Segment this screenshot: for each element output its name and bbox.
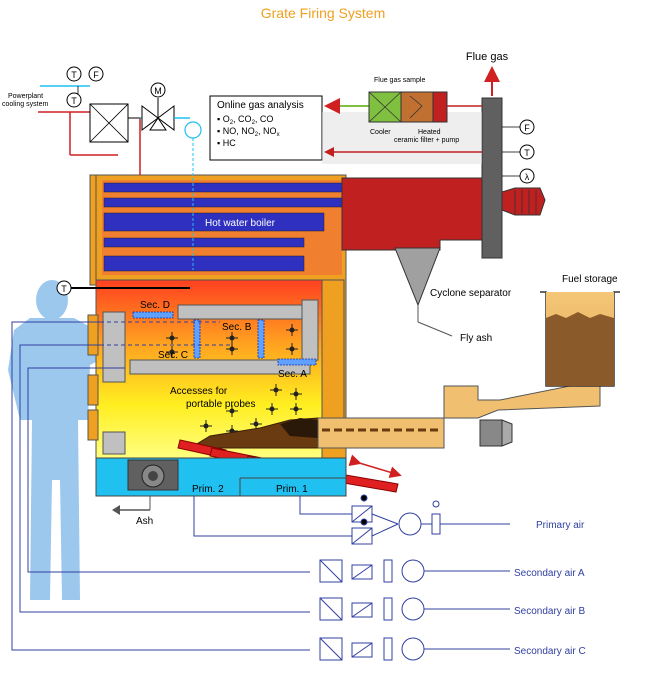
- svg-text:λ: λ: [525, 172, 530, 182]
- primary-air-train: [351, 494, 441, 545]
- diagram-title: Grate Firing System: [261, 5, 385, 21]
- fuel-storage: [540, 291, 620, 387]
- cooler-label: Cooler: [370, 129, 391, 136]
- svg-text:F: F: [524, 123, 530, 133]
- sec-a-label: Sec. A: [278, 369, 307, 380]
- secondary-air-a-train: [319, 559, 510, 583]
- temperature-sensor-chamber: T: [56, 280, 72, 296]
- flue-gas-sample-label: Flue gas sample: [374, 77, 425, 84]
- secondary-air-a-label: Secondary air A: [514, 568, 585, 579]
- primary-air-plenum: [95, 457, 347, 497]
- gas-analysis-title: Online gas analysis: [217, 100, 304, 111]
- cyclone-separator-label: Cyclone separator: [430, 288, 512, 299]
- cooling-loop: M T F T: [38, 66, 202, 270]
- svg-text:F: F: [93, 70, 99, 80]
- svg-text:T: T: [524, 148, 530, 158]
- gas-analysis-item-2: ▪ NO, NO2, NOx: [217, 126, 280, 138]
- fuel-feed-screw: [317, 379, 601, 449]
- flue-gas-sample-line: [322, 91, 482, 164]
- probe-access-points: [166, 324, 302, 437]
- sec-c-label: Sec. C: [158, 350, 188, 361]
- fuel-storage-label: Fuel storage: [562, 274, 618, 285]
- flue-gas-label: Flue gas: [466, 51, 509, 63]
- sec-d-label: Sec. D: [140, 300, 170, 311]
- prim-1-label: Prim. 1: [276, 484, 308, 495]
- powerplant-cooling-label-2: cooling system: [2, 101, 48, 108]
- powerplant-cooling-label-1: Powerplant: [8, 93, 43, 100]
- sec-b-label: Sec. B: [222, 322, 252, 333]
- svg-text:T: T: [71, 70, 77, 80]
- flue-sensors: F T λ: [502, 119, 535, 184]
- ash-label: Ash: [136, 516, 153, 527]
- hot-water-boiler-label: Hot water boiler: [205, 218, 276, 229]
- fly-ash-label: Fly ash: [460, 333, 492, 344]
- secondary-air-c-train: [319, 637, 510, 661]
- secondary-air-b-train: [319, 597, 510, 621]
- primary-air-label: Primary air: [536, 520, 585, 531]
- prim-2-label: Prim. 2: [192, 484, 224, 495]
- svg-text:T: T: [61, 284, 67, 294]
- svg-text:T: T: [71, 96, 77, 106]
- cyclone-separator: [394, 247, 453, 337]
- secondary-air-b-label: Secondary air B: [514, 606, 585, 617]
- flue-gas-duct: [341, 97, 546, 259]
- heated-filter-label-2: ceramic filter + pump: [394, 137, 459, 144]
- svg-text:M: M: [154, 86, 162, 96]
- probe-access-label-2: portable probes: [186, 399, 256, 410]
- probe-access-label-1: Accesses for: [170, 386, 228, 397]
- gas-analysis-box: [209, 95, 323, 161]
- grate-motion-arrow: [348, 454, 402, 479]
- secondary-air-c-label: Secondary air C: [514, 646, 586, 657]
- gas-analysis-item-3: ▪ HC: [217, 138, 236, 148]
- heated-filter-label-1: Heated: [418, 129, 441, 136]
- secondary-air-ducts: [11, 321, 310, 651]
